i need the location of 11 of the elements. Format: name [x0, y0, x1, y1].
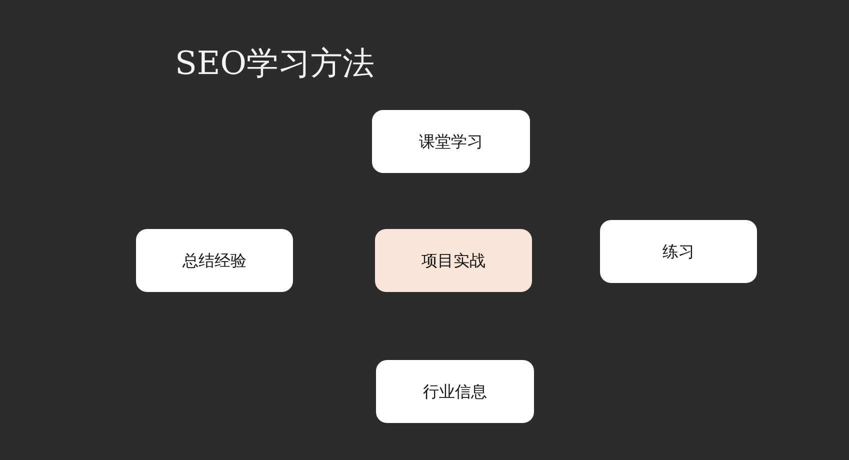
process-box: [375, 229, 532, 292]
title: SEO学习方法: [175, 44, 375, 82]
process-box: [600, 220, 757, 283]
box-label: 练习: [662, 242, 694, 262]
box-label: 行业信息: [423, 382, 487, 402]
process-box: [376, 360, 534, 423]
box-label: 课堂学习: [419, 132, 483, 152]
box-label: 总结经验: [182, 250, 246, 270]
box-label: 项目实战: [422, 250, 486, 270]
process-box: [136, 229, 293, 292]
process-box: [372, 110, 530, 173]
